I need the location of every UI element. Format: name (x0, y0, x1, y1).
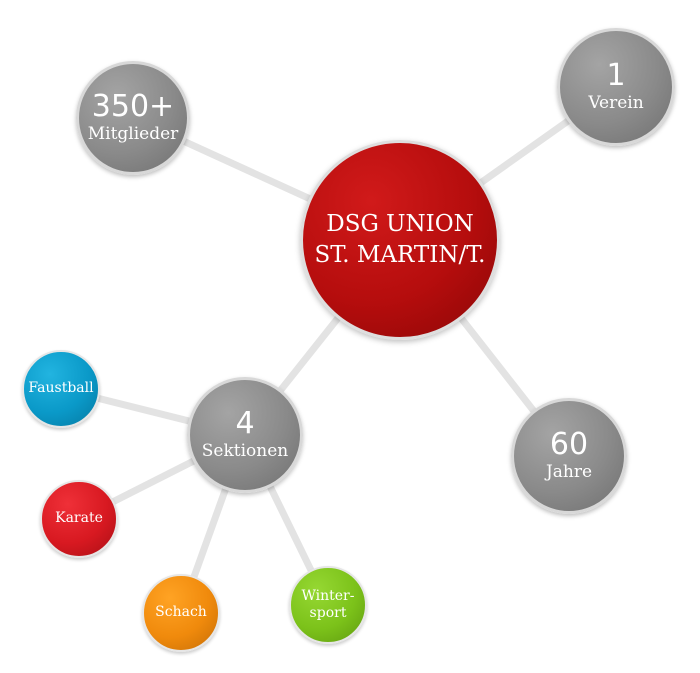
mitglieder-node: 350+ Mitglieder (76, 61, 190, 175)
sektionen-label: Sektionen (201, 441, 289, 462)
jahre-node: 60 Jahre (511, 398, 627, 514)
center-line2: ST. MARTIN/T. (314, 242, 486, 268)
wintersport-node: Winter- sport (289, 566, 367, 644)
center-node: DSG UNION ST. MARTIN/T. (300, 140, 500, 340)
verein-label: Verein (588, 93, 644, 114)
mitglieder-label: Mitglieder (87, 124, 179, 145)
jahre-value: 60 (549, 427, 589, 463)
schach-label: Schach (155, 604, 207, 621)
faustball-label: Faustball (28, 380, 94, 397)
wintersport-line1: Winter- (301, 587, 355, 604)
mitglieder-value: 350+ (91, 89, 175, 125)
verein-node: 1 Verein (557, 28, 675, 146)
verein-value: 1 (606, 58, 626, 94)
sektionen-value: 4 (235, 406, 255, 442)
jahre-label: Jahre (545, 462, 593, 483)
center-line1: DSG UNION (326, 210, 474, 237)
schach-node: Schach (142, 574, 220, 652)
sektionen-node: 4 Sektionen (187, 377, 303, 493)
karate-node: Karate (40, 480, 118, 558)
faustball-node: Faustball (22, 350, 100, 428)
wintersport-line2: sport (309, 605, 347, 621)
karate-label: Karate (55, 510, 103, 527)
